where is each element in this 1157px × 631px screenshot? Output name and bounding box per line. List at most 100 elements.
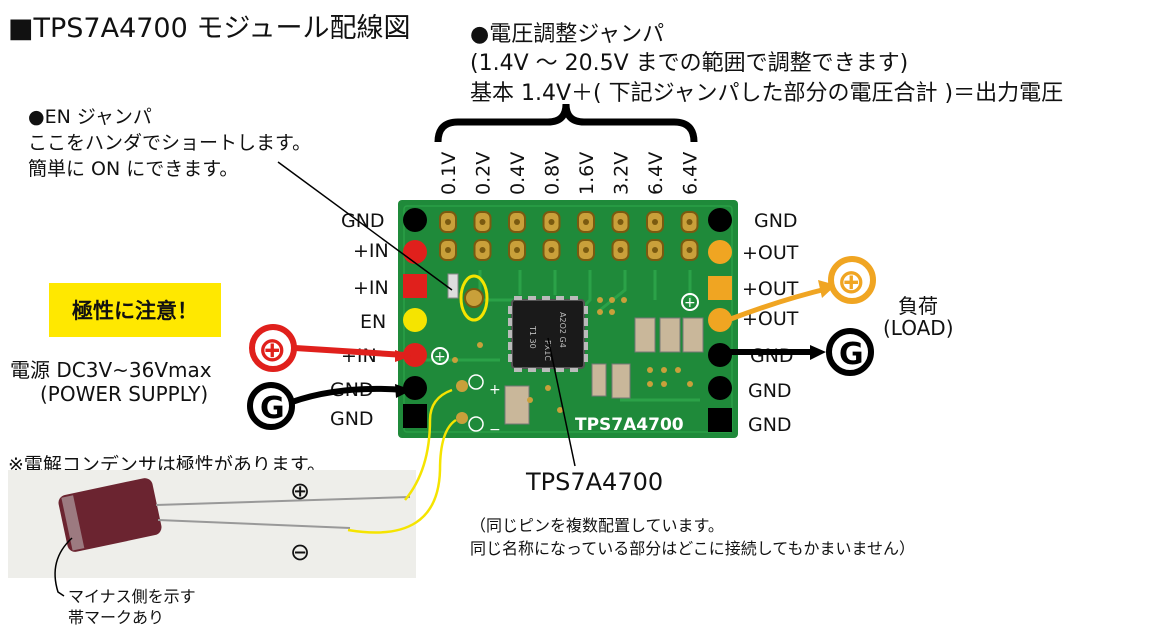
page-title: ■TPS7A4700 モジュール配線図 xyxy=(8,13,411,44)
smd-capacitors xyxy=(504,317,704,425)
chip-marking: T1 30 xyxy=(528,325,537,349)
chip-marking: A2O2 G4 xyxy=(558,312,567,348)
right-pin-label: +OUT xyxy=(742,242,799,264)
via xyxy=(557,407,563,413)
jumper-pad-hole xyxy=(514,247,520,253)
via xyxy=(452,357,458,363)
load-label-en: (LOAD) xyxy=(883,316,954,340)
stripe-note-2: 帯マークあり xyxy=(68,608,165,627)
jumper-pad-hole xyxy=(652,219,658,225)
chip-pin xyxy=(584,318,588,326)
via xyxy=(545,385,551,391)
left-pin-label: +IN xyxy=(353,240,389,262)
voltage-jumper-pads xyxy=(439,211,699,261)
pin-gnd xyxy=(708,208,732,232)
chip-pin xyxy=(542,368,550,372)
left-pin-label: +IN xyxy=(353,277,389,299)
chip-note-line1: （同じピンを複数配置しています。 xyxy=(470,516,724,535)
via xyxy=(609,309,615,315)
via xyxy=(527,397,533,403)
out-plus-wire xyxy=(727,285,831,323)
chip-pin xyxy=(514,296,522,300)
voltage-jumper-range: (1.4V 〜 20.5V までの範囲で調整できます) xyxy=(470,51,909,76)
chip-pin xyxy=(570,296,578,300)
svg-text:⊕: ⊕ xyxy=(290,477,310,505)
right-pin-label: +OUT xyxy=(742,278,799,300)
chip-pin xyxy=(556,368,564,372)
jumper-brace xyxy=(434,103,698,143)
jumper-pad-hole xyxy=(445,247,451,253)
via xyxy=(675,367,681,373)
out-ground-terminal xyxy=(826,328,874,376)
right-pin-label: +OUT xyxy=(742,308,799,330)
jumper-pad-hole xyxy=(652,247,658,253)
en-jumper-heading: ●EN ジャンパ xyxy=(28,106,152,128)
voltage-jumper-heading: ●電圧調整ジャンパ xyxy=(470,22,665,47)
via xyxy=(609,297,615,303)
jumper-pad-hole xyxy=(617,247,624,253)
jumper-voltage-label: 6.4V xyxy=(645,152,667,195)
svg-text:−: − xyxy=(489,422,501,438)
jumper-pad-hole xyxy=(548,219,555,225)
pin-gnd xyxy=(403,208,427,232)
jumper-pad-hole xyxy=(617,219,624,225)
jumper-pad-hole xyxy=(686,219,693,225)
via xyxy=(647,367,653,373)
jumper-pad-hole xyxy=(686,247,693,253)
via xyxy=(597,297,603,303)
pin-en xyxy=(403,308,427,332)
jumper-voltage-label: 1.6V xyxy=(576,152,598,195)
chip-pin xyxy=(508,342,512,350)
jumper-pad-hole xyxy=(514,219,520,225)
right-pin-label: GND xyxy=(748,414,792,436)
svg-text:G: G xyxy=(839,337,864,372)
svg-text:+: + xyxy=(434,349,446,365)
power-supply-label: 電源 DC3V~36Vmax xyxy=(10,358,212,382)
via xyxy=(661,367,667,373)
via xyxy=(477,342,483,348)
chip-name-label: TPS7A4700 xyxy=(526,468,664,496)
via xyxy=(687,381,693,387)
chip-pin xyxy=(508,354,512,362)
left-pin-label: GND xyxy=(330,408,374,430)
jumper-voltage-label: 3.2V xyxy=(611,152,633,195)
chip-pin xyxy=(584,330,588,338)
jumper-voltage-label: 0.4V xyxy=(507,152,529,195)
jumper-voltage-label: 0.8V xyxy=(542,152,564,195)
chip-pin xyxy=(584,342,588,350)
cap-plus-pad xyxy=(456,380,468,392)
pin-in-square xyxy=(403,274,427,298)
out-plus-terminal xyxy=(828,256,876,304)
via xyxy=(661,381,667,387)
power-supply-label-en: (POWER SUPPLY) xyxy=(40,382,209,406)
jumper-voltage-label: 0.2V xyxy=(473,152,495,195)
en-jumper-line1: ここをハンダでショートします。 xyxy=(28,132,312,154)
en-jumper-highlight xyxy=(459,274,489,322)
pin-out xyxy=(708,308,732,332)
pin-gnd-square xyxy=(403,404,427,428)
plus-wire xyxy=(294,345,406,358)
pin-in xyxy=(403,240,427,264)
via xyxy=(597,309,603,315)
right-pin-label: GND xyxy=(754,210,798,232)
jumper-pad-hole xyxy=(548,247,555,253)
chip-pin xyxy=(570,368,578,372)
svg-text:G: G xyxy=(260,391,285,426)
ground-terminal xyxy=(247,382,295,430)
chip-pin xyxy=(508,330,512,338)
chip-pin xyxy=(508,318,512,326)
pin-gnd xyxy=(708,343,732,367)
chip-pin xyxy=(556,296,564,300)
pin-out-square xyxy=(708,276,732,300)
chip-pin xyxy=(528,368,536,372)
jumper-pad-hole xyxy=(445,219,451,225)
chip-pin xyxy=(514,368,522,372)
jumper-voltage-label: 6.4V xyxy=(680,152,702,195)
jumper-pad-hole xyxy=(479,247,486,253)
jumper-pad-hole xyxy=(583,219,589,225)
ground-wire xyxy=(290,385,406,405)
via xyxy=(647,381,653,387)
chip-note-line2: 同じ名称になっている部分はどこに接続してもかまいません） xyxy=(470,539,915,558)
pin-gnd xyxy=(708,376,732,400)
